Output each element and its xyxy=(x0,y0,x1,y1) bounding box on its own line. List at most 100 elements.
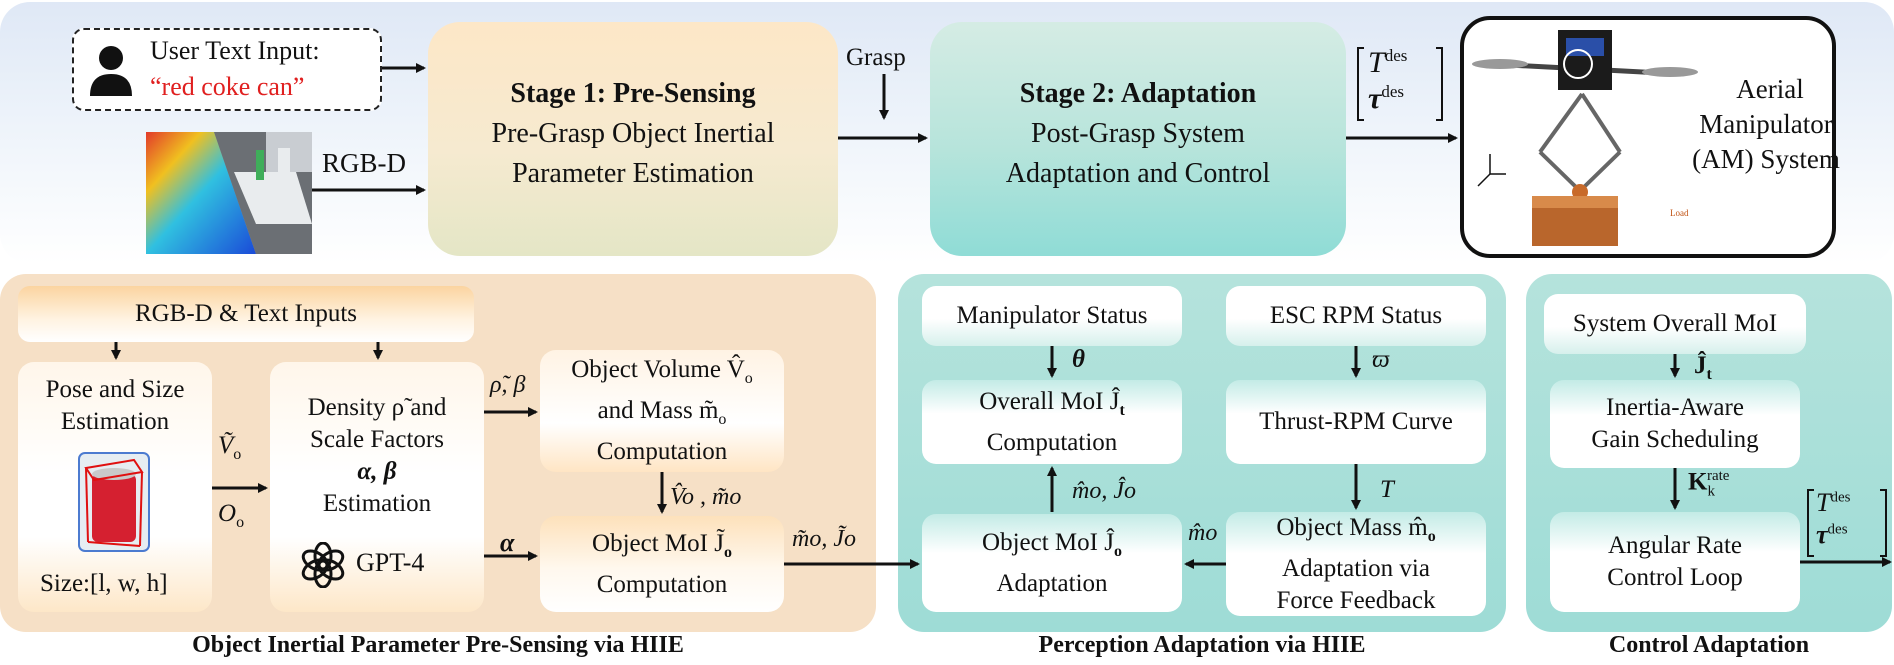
density-line3: α, β xyxy=(357,458,397,485)
k-sup: rate xyxy=(1706,468,1730,484)
moi-adapt-sub: o xyxy=(1113,542,1122,560)
rate-line2: Control Loop xyxy=(1607,564,1743,591)
command-vector-top: Tdes τdes xyxy=(1356,46,1444,122)
moi-line1: Object MoI J̃ xyxy=(592,529,724,557)
overall-line1: Overall MoI Ĵ xyxy=(979,387,1120,415)
mass-adapt-sub: o xyxy=(1427,527,1436,545)
panel2-caption: Perception Adaptation via HIIE xyxy=(1038,632,1366,658)
gain-line1: Inertia-Aware xyxy=(1606,394,1744,421)
cmd-T: T xyxy=(1368,46,1385,79)
out-tau-sup: des xyxy=(1827,521,1848,538)
overall-sub: t xyxy=(1119,401,1125,419)
gain-scheduling-box: Inertia-Aware Gain Scheduling xyxy=(1550,380,1800,468)
manipulator-status-box: Manipulator Status xyxy=(922,286,1182,346)
cmd-T-sup: des xyxy=(1384,46,1408,65)
gain-line2: Gain Scheduling xyxy=(1591,426,1759,453)
rate-line1: Angular Rate xyxy=(1608,532,1742,559)
pose-line2: Estimation xyxy=(60,408,170,435)
rgbd-text-inputs-box: RGB-D & Text Inputs xyxy=(18,286,474,342)
size-label: Size:[l, w, h] xyxy=(40,570,168,598)
panel1-output-label: m̃o, J̃o xyxy=(792,526,856,552)
stage2-line2: Adaptation and Control xyxy=(1005,158,1271,189)
moi-adaptation-box: Object MoI Ĵo Adaptation xyxy=(922,514,1182,612)
pose-line1: Pose and Size xyxy=(45,376,185,403)
mass-line2: Adaptation via xyxy=(1282,554,1430,582)
density-line1: Density ρ̃ and xyxy=(307,394,447,421)
size-text: Size:[l, w, h] xyxy=(40,570,168,597)
v-tilde: Ṽ xyxy=(218,432,234,459)
am-line1: Aerial xyxy=(1736,74,1804,104)
jt-label: Ĵt xyxy=(1694,352,1712,384)
cmd-tau-sup: des xyxy=(1381,82,1404,101)
overall-moi-box: Overall MoI Ĵt Computation xyxy=(922,380,1182,464)
pose-size-box: Pose and Size Estimation xyxy=(18,362,212,612)
am-line3: (AM) System xyxy=(1692,144,1840,174)
alpha-label: α xyxy=(500,528,515,557)
rho-beta-label: ρ̃, β xyxy=(490,372,526,398)
varpi-label: ϖ xyxy=(1372,346,1390,373)
overall-line2: Computation xyxy=(986,428,1118,456)
v-tilde-label: Ṽo xyxy=(218,432,241,464)
user-icon xyxy=(90,46,132,96)
m-j-label: m̂o, Ĵo xyxy=(1072,478,1136,504)
o-letter: O xyxy=(218,500,237,527)
volume-line2: and Mass m̃ xyxy=(597,397,719,424)
density-box: Density ρ̃ and Scale Factors α, β Estima… xyxy=(270,362,484,612)
cmd-tau: τ xyxy=(1368,82,1382,115)
bracket-icon xyxy=(1357,47,1443,121)
angular-rate-box: Angular Rate Control Loop xyxy=(1550,512,1800,612)
stage1-title: Stage 1: Pre-Sensing xyxy=(510,78,756,109)
mass-adaptation-box: Object Mass m̂o Adaptation via Force Fee… xyxy=(1226,512,1486,616)
volume-mass-box: Object Volume V̂o and Mass m̃o Computati… xyxy=(540,350,784,472)
out-T-sup: des xyxy=(1830,489,1851,506)
grasp-label: Grasp xyxy=(846,44,906,71)
moi-sub: o xyxy=(723,543,732,561)
mass-line1-wrap: Object Mass m̂o xyxy=(1276,512,1435,553)
output-bracket-icon xyxy=(1807,489,1887,557)
rgbd-label: RGB-D xyxy=(322,148,407,178)
panel1-caption: Object Inertial Parameter Pre-Sensing vi… xyxy=(192,632,684,658)
system-overall-moi-box: System Overall MoI xyxy=(1544,294,1806,354)
stage1-box: Stage 1: Pre-Sensing Pre-Grasp Object In… xyxy=(428,22,838,256)
panel3-caption: Control Adaptation xyxy=(1608,632,1810,658)
stage2-box: Stage 2: Adaptation Post-Grasp System Ad… xyxy=(930,22,1346,256)
k-sub: k xyxy=(1707,483,1715,500)
density-line4: Estimation xyxy=(322,490,432,517)
moi-computation-box: Object MoI J̃o Computation xyxy=(540,516,784,612)
moi-line1-wrap: Object MoI J̃o xyxy=(592,528,732,569)
out-tau: τ xyxy=(1816,520,1828,549)
esc-rpm-status-box: ESC RPM Status xyxy=(1226,286,1486,346)
rgbd-image-icon xyxy=(146,132,312,254)
moi-adapt-line1-wrap: Object MoI Ĵo xyxy=(982,527,1122,568)
o-label: Oo xyxy=(218,500,244,532)
k-rate-label: Kkrate xyxy=(1688,468,1729,500)
stage2-title: Stage 2: Adaptation xyxy=(1019,78,1257,109)
m-hat-label: m̂o xyxy=(1188,520,1218,546)
command-vector-output: Tdes τdes xyxy=(1806,488,1888,558)
moi-adapt-line1: Object MoI Ĵ xyxy=(982,528,1114,556)
coke-can-box-icon xyxy=(78,452,150,552)
v-tilde-sub: o xyxy=(233,446,242,463)
theta-label: θ xyxy=(1072,346,1085,373)
out-T: T xyxy=(1816,488,1831,517)
k-letter: K xyxy=(1688,468,1708,496)
mass-sub: o xyxy=(718,411,727,428)
stage1-line1: Pre-Grasp Object Inertial xyxy=(491,118,775,149)
gpt4-label: GPT-4 xyxy=(356,548,425,577)
volume-line3: Computation xyxy=(596,438,728,465)
aerial-manipulator-photo-icon xyxy=(1472,30,1698,246)
stage2-line1: Post-Grasp System xyxy=(1031,118,1245,149)
mass-line1: Object Mass m̂ xyxy=(1276,513,1428,541)
am-line2: Manipulator xyxy=(1699,109,1833,139)
stage1-line2: Parameter Estimation xyxy=(512,158,754,189)
volume-sub: o xyxy=(744,370,753,387)
user-input-value: “red coke can” xyxy=(150,72,305,101)
moi-line2: Computation xyxy=(596,570,728,598)
volume-line1-wrap: Object Volume V̂o xyxy=(571,354,753,395)
volume-line1: Object Volume V̂ xyxy=(571,356,745,383)
thrust-rpm-box: Thrust-RPM Curve xyxy=(1226,380,1486,464)
v-m-label: V̂o , m̃o xyxy=(670,484,742,510)
o-sub: o xyxy=(236,514,245,531)
overall-line1-wrap: Overall MoI Ĵt xyxy=(979,386,1125,427)
